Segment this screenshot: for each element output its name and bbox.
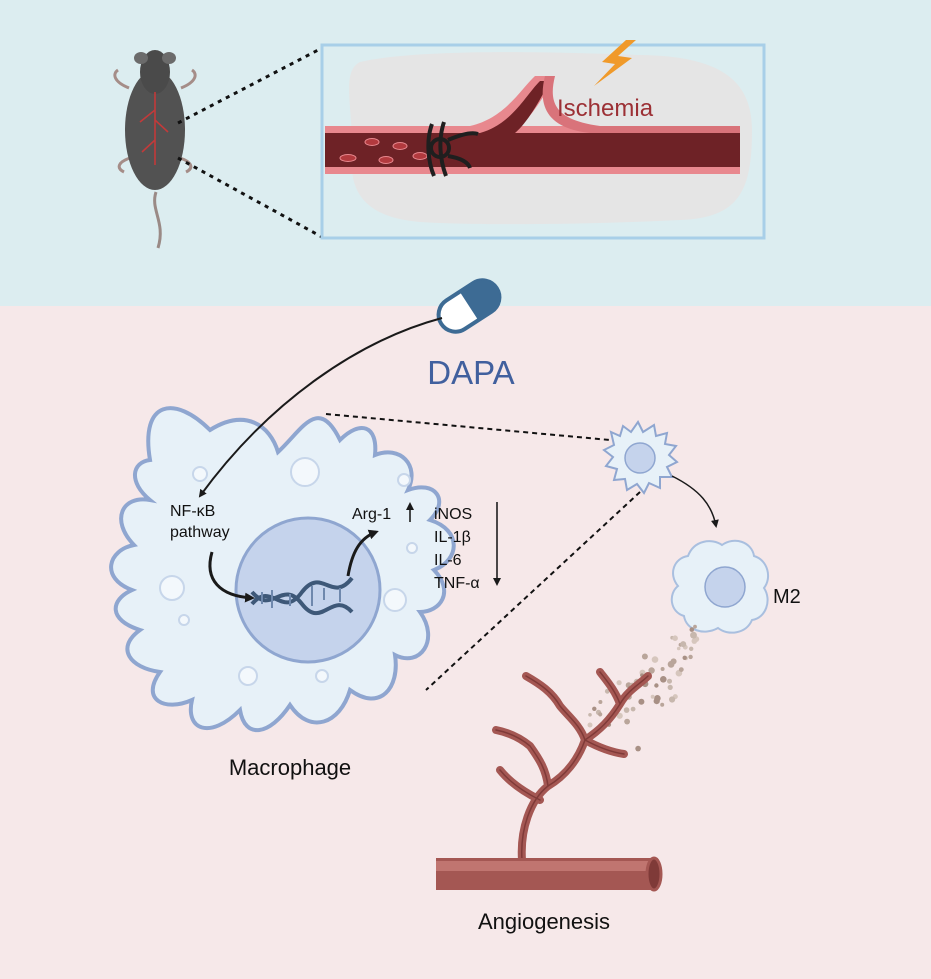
secreted-particle	[667, 684, 673, 691]
secreted-particle	[635, 745, 641, 752]
vessel-zoom-box	[320, 43, 766, 240]
secreted-particle	[616, 680, 622, 686]
secreted-particle	[592, 706, 597, 711]
capsule-icon	[436, 278, 502, 334]
secreted-particle	[676, 646, 681, 651]
secreted-particle	[672, 635, 678, 641]
secreted-particle	[689, 627, 695, 632]
secreted-particle	[654, 683, 659, 688]
cytokine-il6: IL-6	[434, 552, 462, 569]
secreted-particle	[651, 656, 659, 663]
secreted-particle	[690, 631, 697, 639]
secreted-particle	[616, 712, 623, 719]
lightning-icon	[594, 40, 636, 86]
zoom-line-bottom	[177, 156, 323, 239]
secreted-particle	[667, 678, 672, 684]
macrophage-vesicles	[159, 457, 418, 686]
connect-line-bottom	[425, 491, 641, 691]
secreted-particle	[624, 718, 630, 725]
secreted-particle	[641, 653, 648, 660]
secreted-particle	[654, 695, 661, 702]
m0-to-m2-arrow	[671, 475, 719, 528]
angiogenesis-vessel	[436, 668, 663, 892]
secreted-particle	[588, 713, 592, 717]
mouse-icon	[113, 50, 197, 249]
zoom-line-top	[177, 46, 323, 125]
secreted-particle	[660, 702, 665, 707]
secreted-particle	[678, 667, 684, 672]
secreted-particle	[623, 707, 630, 713]
nfkb-to-dna-arrow	[208, 551, 255, 603]
macrophage-label: Macrophage	[229, 755, 351, 780]
angiogenesis-label: Angiogenesis	[478, 909, 610, 934]
m2-label: M2	[773, 586, 801, 608]
secreted-particle	[670, 658, 677, 665]
pathway-label-line1: NF-κB	[170, 503, 215, 520]
secreted-particle	[693, 624, 697, 629]
m2-macrophage-icon	[670, 539, 770, 634]
secreted-particle	[638, 698, 645, 705]
macrophage-nucleus	[234, 516, 382, 664]
drug-label: DAPA	[427, 354, 514, 391]
secreted-particle	[682, 655, 687, 660]
secreted-particle	[630, 706, 636, 712]
small-macrophage-icon	[602, 420, 679, 495]
secreted-particle	[688, 654, 693, 660]
secreted-particle	[598, 712, 603, 717]
dapa-to-nfkb-arrow	[198, 317, 443, 498]
secreted-particle	[650, 694, 655, 699]
dna-to-arg1-arrow	[346, 529, 379, 577]
secreted-particle	[648, 667, 655, 674]
secreted-particle	[587, 722, 593, 728]
dna-icon	[250, 576, 354, 616]
secreted-particle	[660, 667, 665, 671]
ischemia-label: Ischemia	[557, 95, 654, 122]
secreted-particle	[669, 696, 676, 703]
secreted-particle	[598, 700, 603, 704]
cytokine-tnfa: TNF-α	[434, 575, 480, 592]
cytokine-il1b: IL-1β	[434, 529, 471, 546]
secreted-particle	[689, 646, 694, 651]
connect-line-top	[325, 413, 611, 441]
arg1-label: Arg-1	[352, 506, 391, 523]
pathway-label-line2: pathway	[170, 524, 230, 541]
secreted-particle	[680, 641, 687, 648]
cytokine-inos: iNOS	[434, 506, 472, 523]
secreted-particle	[660, 676, 667, 683]
